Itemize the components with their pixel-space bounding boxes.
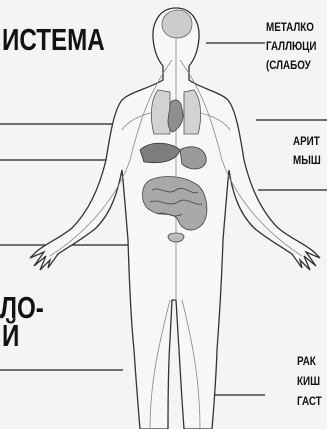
right-label-top-1: МЕТАЛКО	[266, 20, 314, 35]
right-label-middle-1: АРИТ	[293, 134, 320, 149]
left-label-middle-2: Й	[2, 318, 19, 354]
right-label-bottom-3: ГАСТ	[297, 394, 322, 409]
bladder	[168, 233, 184, 242]
right-label-top-2: ГАЛЛЮЦИ	[266, 39, 316, 54]
stomach	[180, 147, 206, 169]
right-label-bottom-1: РАК	[297, 354, 319, 369]
right-label-middle-2: МЫШ	[293, 153, 321, 168]
left-label-system: ИСТЕМА	[2, 22, 105, 58]
right-label-bottom-2: КИШ	[297, 374, 320, 389]
brain	[162, 10, 192, 38]
right-label-top-3: (СЛАБОУ	[266, 58, 311, 73]
